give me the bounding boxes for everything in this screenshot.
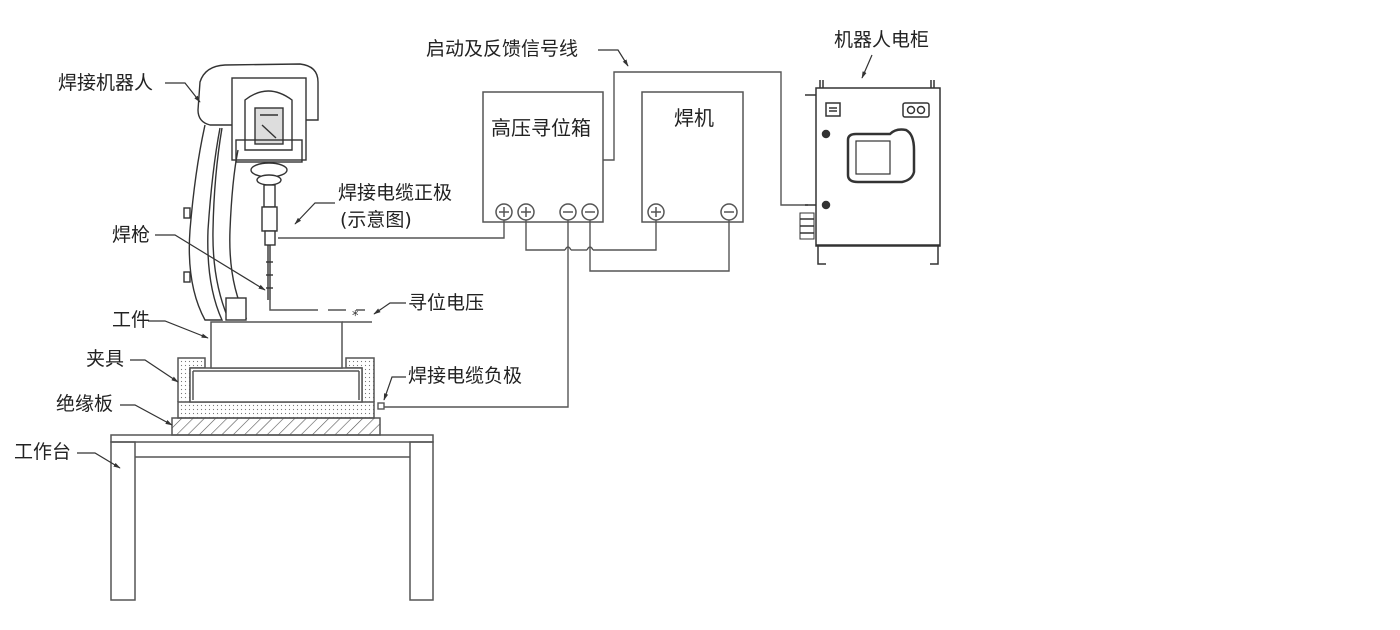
label-welder: 焊机	[674, 106, 714, 130]
hv-terminal-plus-2	[517, 203, 535, 221]
label-hv-search-box: 高压寻位箱	[491, 116, 591, 140]
wiring	[278, 71, 808, 410]
hv-search-box	[482, 91, 604, 223]
label-robot-cabinet: 机器人电柜	[834, 29, 930, 51]
hv-terminal-plus-1	[495, 203, 513, 221]
label-welding-torch: 焊枪	[112, 224, 151, 246]
welder	[641, 91, 744, 223]
hv-terminal-minus-2	[581, 203, 599, 221]
hv-terminal-minus-1	[559, 203, 577, 221]
label-workbench: 工作台	[14, 441, 72, 463]
label-insulation-plate: 绝缘板	[56, 393, 114, 415]
label-search-voltage: 寻位电压	[408, 292, 485, 314]
label-signal-line: 启动及反馈信号线	[426, 38, 579, 60]
search-voltage-path	[269, 300, 300, 311]
robot-cabinet	[799, 80, 941, 265]
svg-text:*: *	[352, 309, 359, 324]
welder-terminal-minus	[720, 203, 738, 221]
label-positive-cable-note: (示意图)	[340, 209, 412, 231]
label-welding-robot: 焊接机器人	[58, 72, 154, 94]
workpiece	[210, 321, 343, 369]
label-negative-cable: 焊接电缆负极	[408, 365, 523, 387]
leader-lines	[77, 49, 873, 469]
insulation-plate	[171, 417, 381, 436]
label-fixture: 夹具	[86, 348, 125, 370]
welder-terminal-plus	[647, 203, 665, 221]
workbench	[110, 434, 434, 601]
label-positive-cable: 焊接电缆正极	[338, 182, 453, 204]
welding-robot	[183, 63, 319, 321]
label-workpiece: 工件	[112, 309, 151, 331]
